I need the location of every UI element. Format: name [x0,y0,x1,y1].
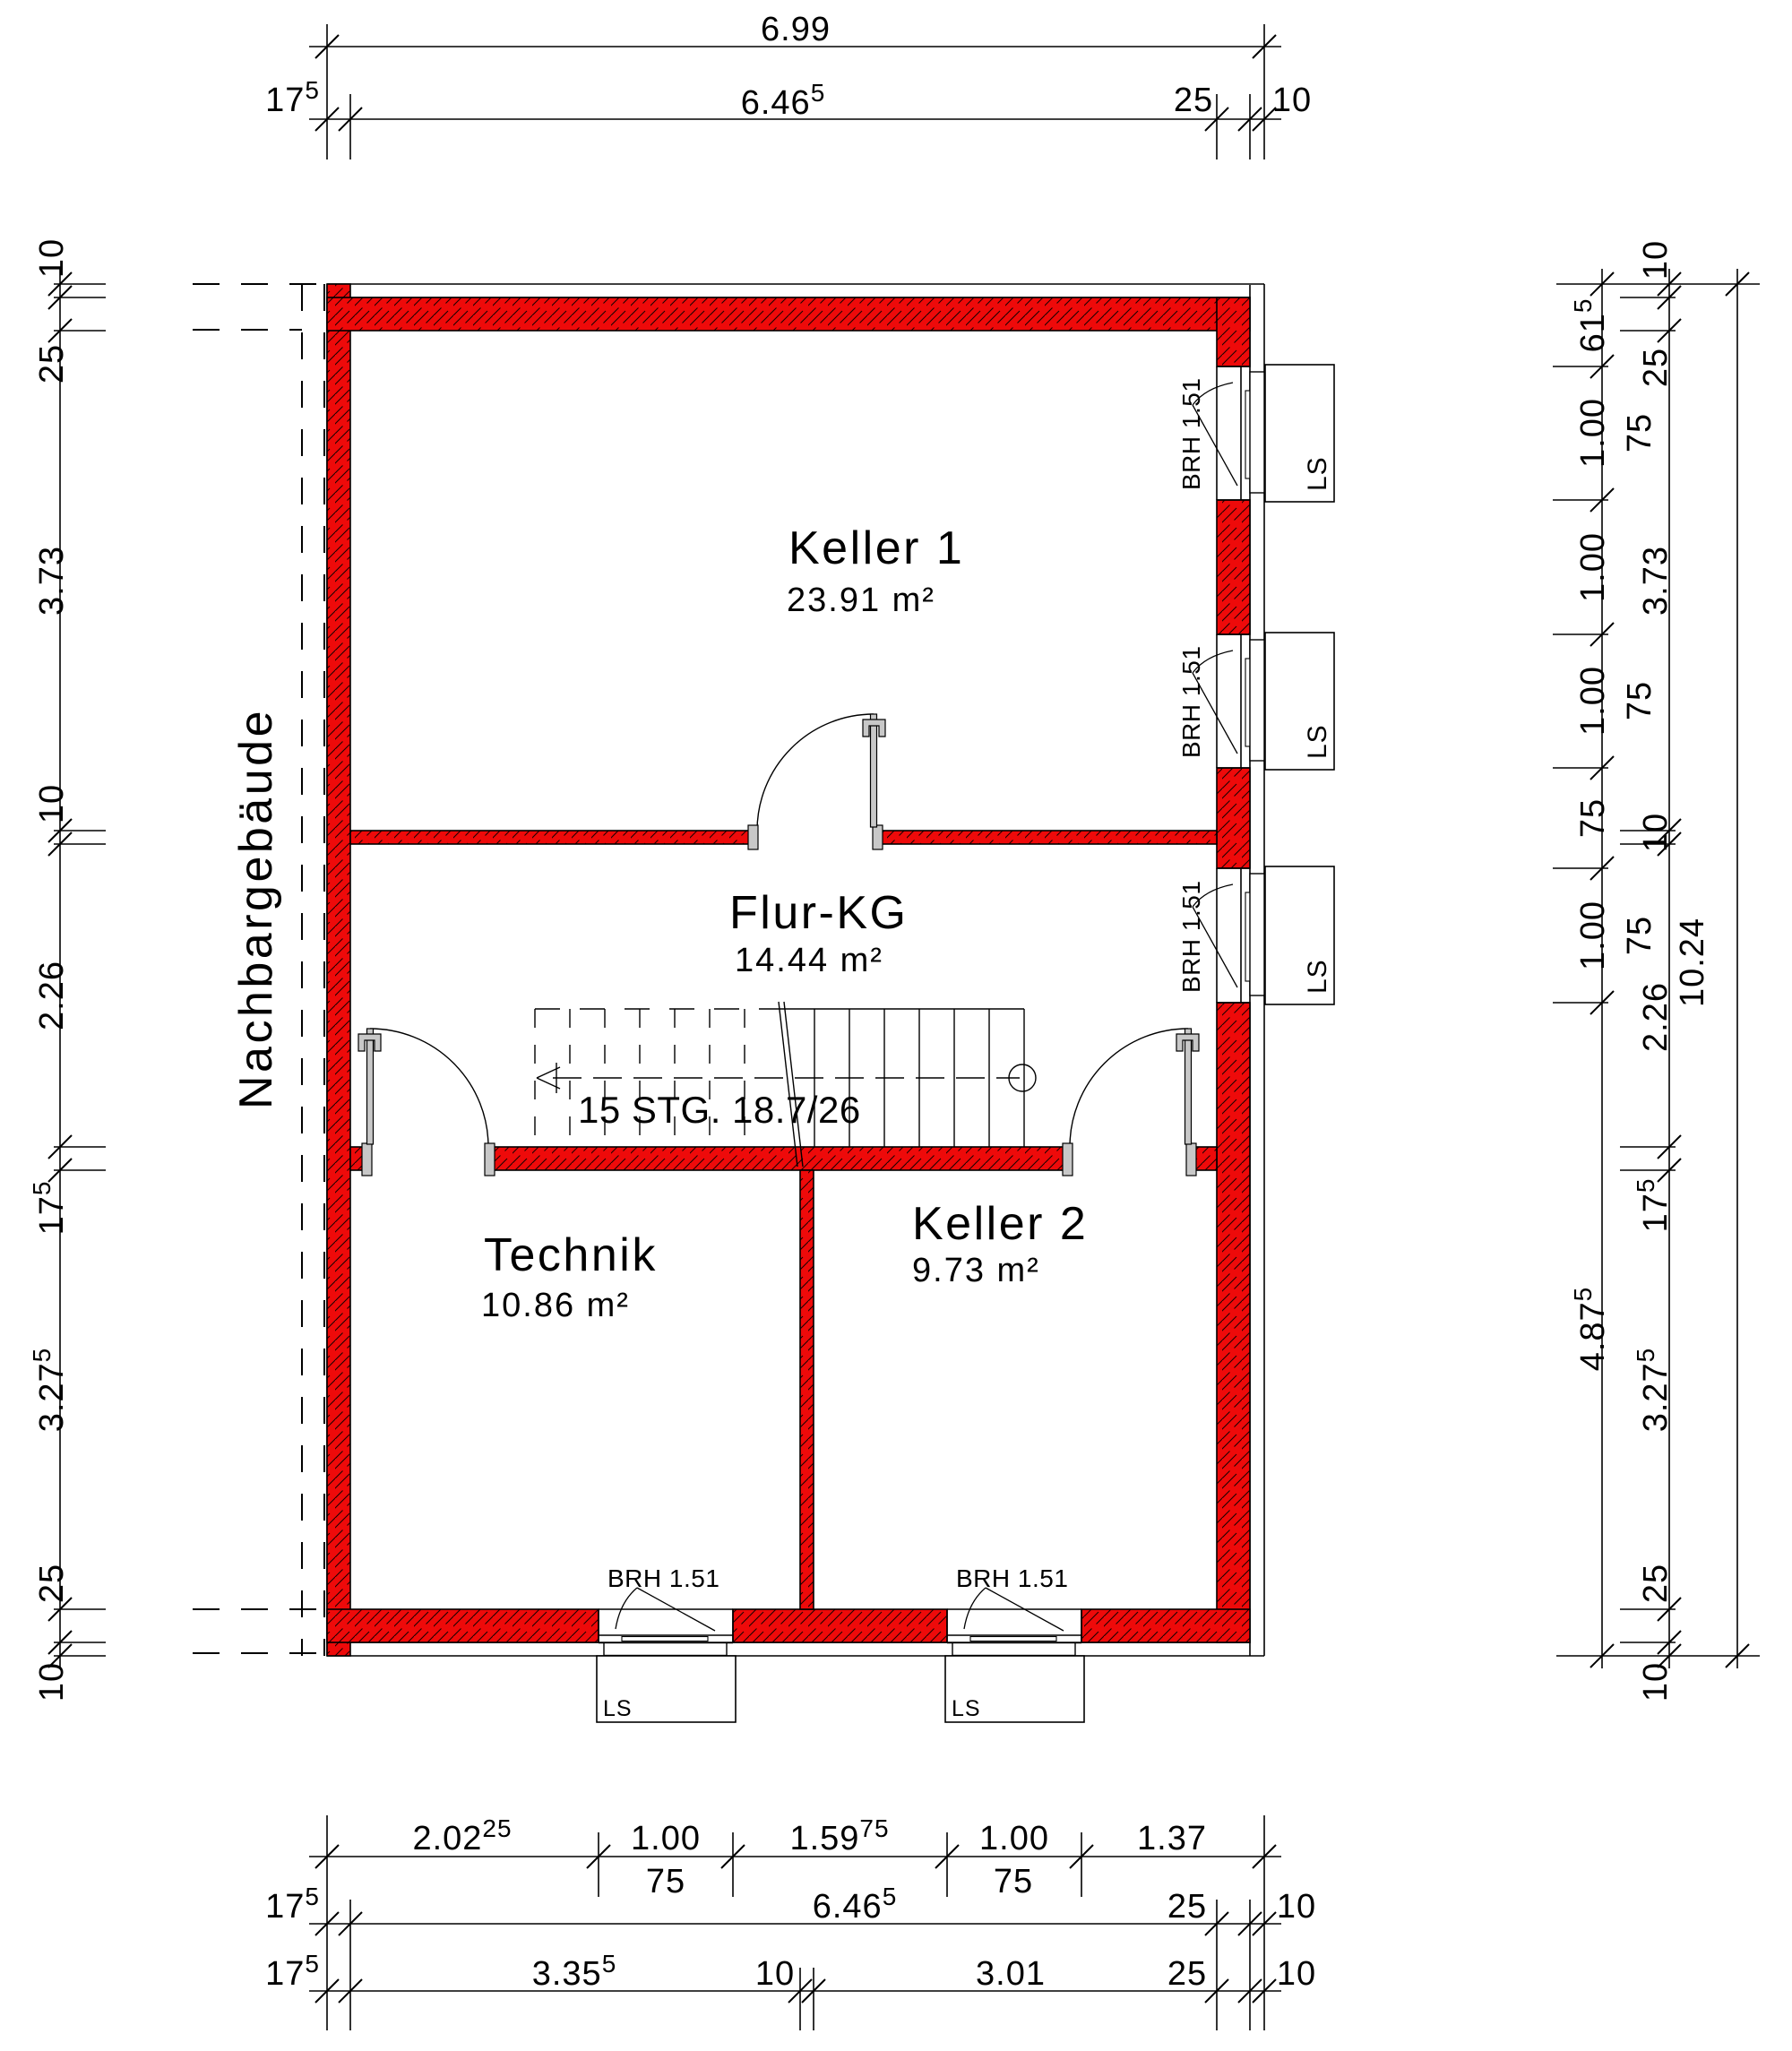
svg-text:3.73: 3.73 [33,546,71,616]
svg-text:1.00: 1.00 [979,1820,1049,1857]
svg-text:Nachbargebäude: Nachbargebäude [230,708,282,1109]
svg-text:2.26: 2.26 [1637,982,1675,1052]
svg-text:3.73: 3.73 [1637,546,1675,616]
svg-text:Flur-KG: Flur-KG [729,887,909,939]
svg-text:10: 10 [1277,1888,1316,1926]
svg-text:1.00: 1.00 [1574,398,1612,468]
svg-text:BRH 1.51: BRH 1.51 [1177,378,1205,490]
svg-text:15 STG. 18.7/26: 15 STG. 18.7/26 [578,1089,861,1131]
svg-text:2.26: 2.26 [33,961,71,1030]
svg-text:1.00: 1.00 [1574,666,1612,736]
svg-text:9.73 m²: 9.73 m² [912,1252,1040,1289]
svg-text:10: 10 [1272,82,1312,119]
svg-text:10: 10 [33,238,71,278]
svg-text:25: 25 [1174,82,1213,119]
svg-text:6.99: 6.99 [761,11,831,48]
svg-text:10: 10 [1637,1662,1675,1702]
svg-text:75: 75 [1621,916,1658,955]
svg-text:75: 75 [994,1863,1033,1900]
svg-text:6.465: 6.465 [741,79,826,122]
svg-text:10.86 m²: 10.86 m² [481,1287,630,1324]
svg-text:LS: LS [1303,724,1332,759]
svg-text:10: 10 [1277,1955,1316,1993]
svg-text:1.00: 1.00 [631,1820,701,1857]
svg-text:1.00: 1.00 [1574,901,1612,970]
svg-text:Keller 2: Keller 2 [912,1198,1088,1250]
svg-text:10: 10 [1637,240,1675,280]
svg-text:1.5975: 1.5975 [789,1814,889,1857]
svg-text:6.465: 6.465 [813,1883,898,1926]
svg-text:BRH 1.51: BRH 1.51 [1177,646,1205,758]
svg-text:10: 10 [755,1955,795,1993]
svg-text:14.44 m²: 14.44 m² [735,942,883,979]
svg-text:25: 25 [1167,1955,1207,1993]
svg-text:BRH 1.51: BRH 1.51 [607,1564,719,1592]
svg-text:75: 75 [1621,413,1658,452]
svg-text:25: 25 [1637,1564,1675,1603]
svg-text:23.91 m²: 23.91 m² [787,582,935,619]
svg-text:615: 615 [1569,298,1612,353]
svg-text:25: 25 [33,1564,71,1603]
svg-text:LS: LS [1303,959,1332,994]
svg-text:75: 75 [1574,798,1612,838]
svg-text:Keller 1: Keller 1 [788,522,964,574]
svg-text:3.01: 3.01 [976,1955,1046,1993]
svg-text:3.355: 3.355 [532,1950,617,1993]
svg-text:LS: LS [1303,456,1332,491]
svg-text:LS: LS [952,1696,981,1721]
svg-text:10.24: 10.24 [1674,918,1711,1007]
svg-text:10: 10 [33,784,71,823]
svg-text:25: 25 [1167,1888,1207,1926]
svg-text:Technik: Technik [484,1229,658,1281]
svg-text:BRH 1.51: BRH 1.51 [956,1564,1068,1592]
svg-text:25: 25 [33,344,71,383]
svg-text:LS: LS [603,1696,633,1721]
svg-text:1.37: 1.37 [1137,1820,1207,1857]
svg-text:75: 75 [646,1863,685,1900]
svg-text:10: 10 [1637,813,1675,852]
svg-text:10: 10 [33,1662,71,1702]
svg-text:1.00: 1.00 [1574,532,1612,602]
svg-text:25: 25 [1637,348,1675,387]
svg-text:75: 75 [1621,681,1658,720]
